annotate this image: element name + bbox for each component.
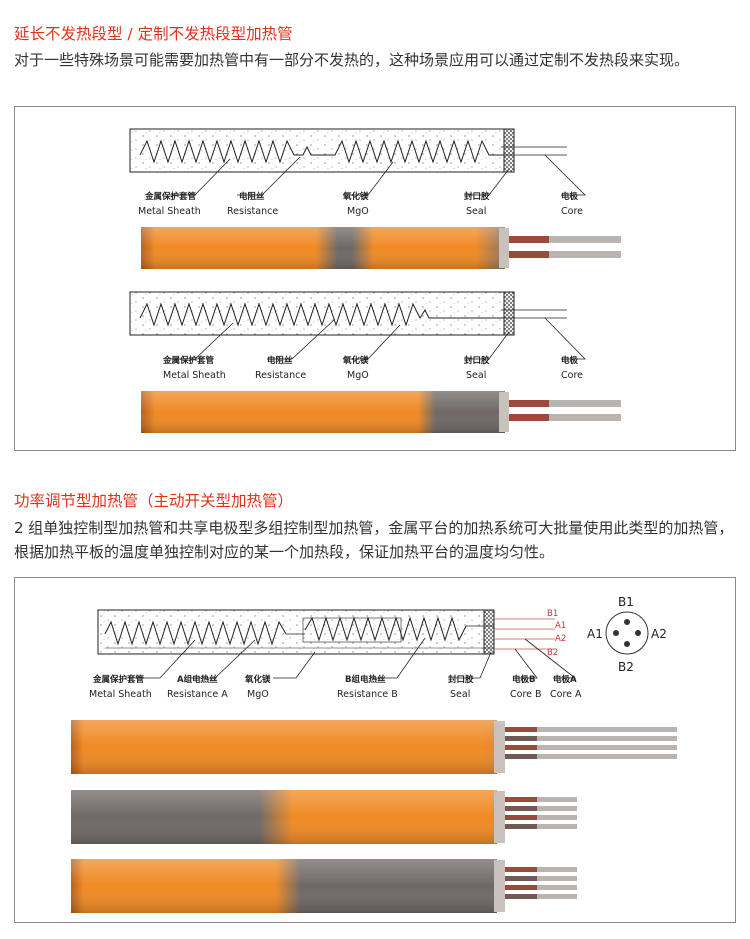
- pin-label-b1: B1: [618, 595, 634, 609]
- label-en-resistance: Resistance: [227, 206, 278, 217]
- label2-cn-seal: 封口胶: [464, 355, 490, 366]
- label-cn-core-b: 电极B: [512, 674, 535, 685]
- wire-label-a2: A2: [555, 634, 566, 644]
- label-cn-mgo-2: 氧化镁: [244, 674, 271, 685]
- wire-label-a1: A1: [555, 621, 566, 631]
- label-en-seal-2: Seal: [450, 689, 470, 700]
- label2-cn-core: 电极: [561, 355, 579, 366]
- label-cn-metal-sheath-2: 金属保护套管: [92, 674, 145, 685]
- label-en-mgo-2: MgO: [247, 689, 269, 700]
- label2-en-seal: Seal: [466, 370, 486, 381]
- label-en-metal-sheath-2: Metal Sheath: [89, 689, 152, 700]
- label-cn-resistance-a: A组电热丝: [177, 674, 218, 685]
- section1-description: 对于一些特殊场景可能需要加热管中有一部分不发热的，这种场景应用可以通过定制不发热…: [14, 51, 690, 69]
- label-en-resistance-b: Resistance B: [337, 689, 398, 700]
- label-en-core: Core: [561, 206, 583, 217]
- wire-label-b1: B1: [547, 609, 558, 619]
- label2-cn-resistance: 电阻丝: [267, 355, 293, 366]
- label-cn-resistance: 电阻丝: [239, 191, 265, 202]
- pin-connector-diagram: B1 A1 A2 B2: [587, 595, 667, 674]
- label-cn-seal: 封口胶: [464, 191, 490, 202]
- tube-photo-zone-a-heated: [71, 859, 577, 913]
- label2-en-mgo: MgO: [347, 370, 369, 381]
- label-cn-metal-sheath: 金属保护套管: [144, 191, 197, 202]
- label2-en-metal-sheath: Metal Sheath: [163, 370, 226, 381]
- label2-cn-mgo: 氧化镁: [342, 355, 369, 366]
- tube-schematic-1: 金属保护套管 Metal Sheath 电阻丝 Resistance 氧化镁 M…: [129, 128, 586, 217]
- label-en-metal-sheath: Metal Sheath: [138, 206, 201, 217]
- tube-photo-2: [141, 391, 621, 433]
- tube-schematic-2: 金属保护套管 Metal Sheath 电阻丝 Resistance 氧化镁 M…: [129, 291, 586, 381]
- section2-title: 功率调节型加热管（主动开关型加热管）: [14, 492, 294, 510]
- pin-label-a2: A2: [651, 627, 667, 641]
- section2-description: 2 组单独控制型加热管和共享电极型多组控制型加热管，金属平台的加热系统可大批量使…: [14, 519, 734, 561]
- tube-photo-1: [141, 227, 621, 269]
- label-cn-mgo: 氧化镁: [342, 191, 369, 202]
- section2-diagram-panel: B1 A1 A2 B2 金属保护套管 Metal Sheath A组电热丝 Re…: [14, 577, 736, 923]
- pin-label-a1: A1: [587, 627, 603, 641]
- label-cn-resistance-b: B组电热丝: [345, 674, 386, 685]
- section1-diagram-panel: 金属保护套管 Metal Sheath 电阻丝 Resistance 氧化镁 M…: [14, 106, 736, 451]
- tube-photo-zone-b-heated: [71, 790, 577, 844]
- label-en-core-a: Core A: [550, 689, 582, 700]
- section1-title: 延长不发热段型 / 定制不发热段型加热管: [14, 25, 293, 43]
- wire-label-b2: B2: [547, 648, 558, 658]
- label-cn-seal-2: 封口胶: [448, 674, 474, 685]
- label-en-seal: Seal: [466, 206, 486, 217]
- label-cn-core-a: 电极A: [553, 674, 577, 685]
- dual-zone-tube-schematic: B1 A1 A2 B2 金属保护套管 Metal Sheath A组电热丝 Re…: [89, 609, 582, 700]
- label-en-resistance-a: Resistance A: [167, 689, 228, 700]
- label2-cn-metal-sheath: 金属保护套管: [162, 355, 215, 366]
- label-cn-core: 电极: [561, 191, 579, 202]
- label2-en-resistance: Resistance: [255, 370, 306, 381]
- label-en-mgo: MgO: [347, 206, 369, 217]
- pin-label-b2: B2: [618, 660, 634, 674]
- label2-en-core: Core: [561, 370, 583, 381]
- label-en-core-b: Core B: [510, 689, 542, 700]
- tube-photo-both-heated: [71, 720, 677, 774]
